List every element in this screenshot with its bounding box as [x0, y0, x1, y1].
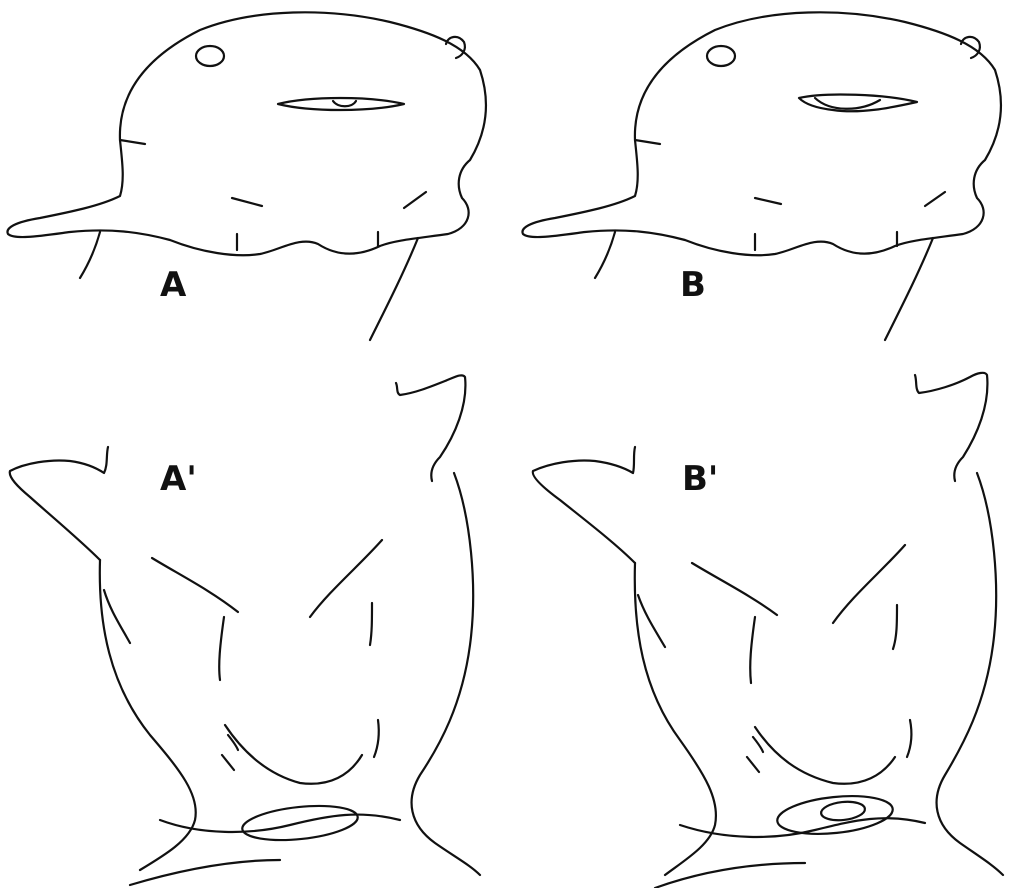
membrane-flap-left — [10, 447, 108, 560]
panel-label-a-prime: A' — [160, 462, 197, 496]
tube-outline-left — [635, 563, 716, 875]
membrane-flap-left — [533, 447, 635, 563]
tube-opening-inner — [820, 800, 866, 823]
panel-b-prime-drawing — [515, 365, 1015, 888]
tube-outline-right — [937, 473, 1003, 875]
tube-opening — [775, 791, 894, 839]
panel-label-a: A — [160, 268, 186, 302]
panel-a-prime-drawing — [0, 365, 500, 888]
panel-a-drawing — [0, 0, 500, 350]
membrane-flap-right — [396, 375, 465, 481]
slit-closed — [278, 98, 404, 110]
panel-label-b-prime: B' — [682, 462, 718, 496]
spiracle-pore — [196, 46, 224, 66]
neck-line-right — [885, 238, 933, 340]
neck-line-right — [370, 238, 418, 340]
head-outline — [522, 12, 1001, 255]
tube-outline-right — [412, 473, 480, 875]
spiracle-pore — [707, 46, 735, 66]
head-outline — [7, 12, 486, 255]
neck-line-left — [595, 232, 615, 278]
tube-outline-left — [100, 560, 196, 870]
panel-b-drawing — [515, 0, 1015, 350]
neck-line-left — [80, 232, 100, 278]
membrane-flap-right — [915, 373, 987, 481]
panel-label-b: B — [680, 268, 706, 302]
